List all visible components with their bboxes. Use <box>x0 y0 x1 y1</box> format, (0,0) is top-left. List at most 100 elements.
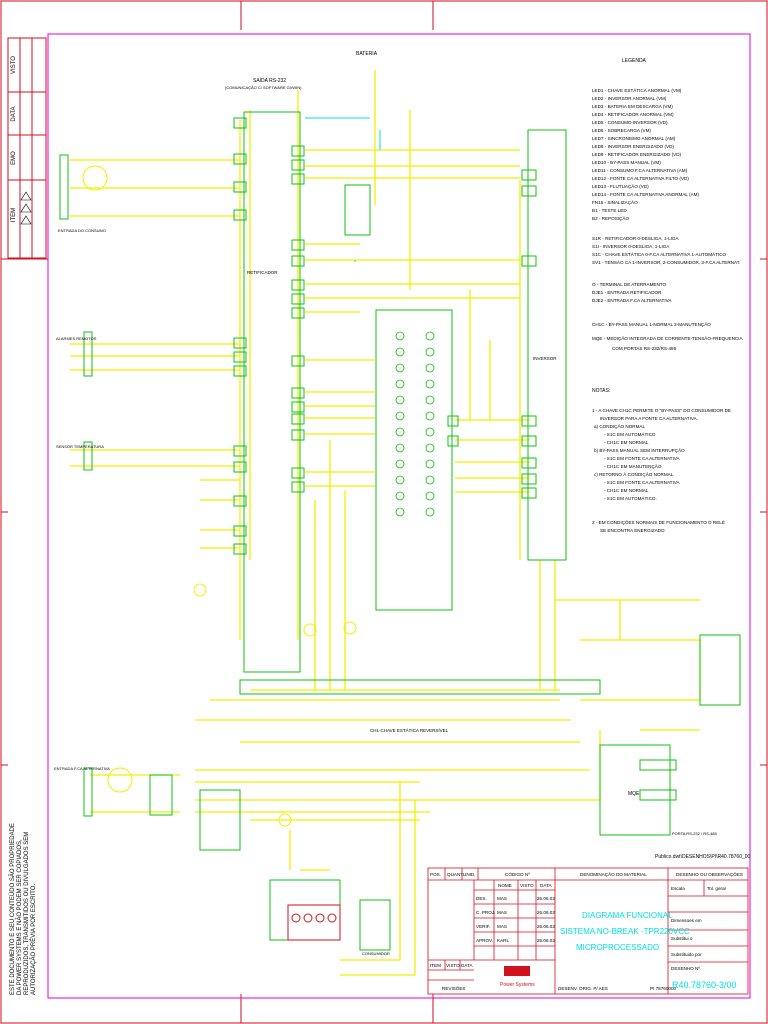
svg-text:- S1C EM FONTE CA ALTERNATIVA: - S1C EM FONTE CA ALTERNATIVA <box>604 456 680 461</box>
svg-text:Substitui o: Substitui o <box>671 936 693 941</box>
svg-text:DESENHO OU OBSERVAÇÕES: DESENHO OU OBSERVAÇÕES <box>676 871 743 877</box>
svg-text:26.06.02: 26.06.02 <box>537 938 555 943</box>
rev-header-visto: VISTO <box>11 56 17 74</box>
svg-text:- S1C EM AUTOMÁTICO: - S1C EM AUTOMÁTICO <box>604 431 656 437</box>
legend-item: LED2 - INVERSOR ANORMAL (VM) <box>592 96 667 101</box>
svg-text:- S1C EM AUTOMÁTICO.: - S1C EM AUTOMÁTICO. <box>604 495 657 501</box>
svg-text:DES.: DES. <box>476 896 487 901</box>
svg-text:MAS: MAS <box>497 924 507 929</box>
label-sensor: SENSOR TEMPERATURA <box>56 444 104 449</box>
svg-text:DATA: DATA <box>461 963 474 968</box>
retificador-block <box>243 111 301 673</box>
legend-other: MQE - MEDIÇÃO INTEGRADA DE CORRENTE-TENS… <box>592 335 744 341</box>
legend-terminal: DJE2 - ENTRADA F.CA ALTERNATIVA <box>592 298 672 303</box>
label-entrada: ENTRADA DO CONSUMO <box>58 228 106 233</box>
svg-text:AUTORIZAÇÃO PRÉVIA POR ESCRITO: AUTORIZAÇÃO PRÉVIA POR ESCRITO. <box>30 884 37 995</box>
svg-text:DESENV. ORIG. P/ AES: DESENV. ORIG. P/ AES <box>558 986 608 991</box>
relay-box <box>269 879 341 941</box>
svg-text:b) BY-PASS MANUAL SEM INTERRUP: b) BY-PASS MANUAL SEM INTERRUPÇÃO <box>594 447 685 453</box>
legend-item: LED10 - BY-PASS MANUAL (VM) <box>592 160 661 165</box>
svg-text:- CH1C EM NORMAL: - CH1C EM NORMAL <box>604 488 649 493</box>
svg-text:DATA: DATA <box>540 883 553 888</box>
svg-text:a) CONDIÇÃO NORMAL: a) CONDIÇÃO NORMAL <box>594 423 645 429</box>
legend-item: LED3 - BATERIA EM DESCARGA (VM) <box>592 104 673 109</box>
svg-text:KARL: KARL <box>497 938 509 943</box>
label-comunicacao: (COMUNICAÇÃO C/ SOFTWARE GVWIN) <box>225 85 302 90</box>
legend-item: B2 - REPOSIÇÃO <box>592 215 629 221</box>
svg-text:VISTO: VISTO <box>446 963 460 968</box>
mqe-block <box>599 744 671 836</box>
svg-text:- S1C EM FONTE CA ALTERNATIVA: - S1C EM FONTE CA ALTERNATIVA <box>604 480 680 485</box>
rev-header-emo: EMO <box>11 151 17 165</box>
legend-item: LED14 - FONTE CA ALTERNATIVA ANORMAL (AM… <box>592 192 700 197</box>
svg-text:c) RETORNO À CONDIÇÃO NORMAL: c) RETORNO À CONDIÇÃO NORMAL <box>594 471 674 477</box>
legend-title: LEGENDA <box>622 58 647 64</box>
label-mqe: MQE <box>628 791 640 797</box>
legend-switch: S1C - CHAVE ESTÁTICA 0-F.CA ALTERNATIVA … <box>592 251 727 257</box>
side-copyright-note: ESTE DOCUMENTO E SEU CONTEÚDO SÃO PROPRI… <box>9 823 37 995</box>
legend-terminal: DJE1 - ENTRADA RETIFICADOR <box>592 290 662 295</box>
legend-item: FN15 - SINALIZAÇÃO <box>592 199 638 205</box>
battery-box <box>344 184 371 236</box>
label-bateria: BATERIA <box>356 51 378 57</box>
svg-text:DENOMINAÇÃO DO MATERIAL: DENOMINAÇÃO DO MATERIAL <box>580 871 647 877</box>
title-block: POS. QUANT. UNID. CÓDIGO Nº DENOMINAÇÃO … <box>427 867 749 995</box>
right-module <box>699 634 741 706</box>
drawing-number: R40.78760-3/00 <box>672 980 737 990</box>
legend-item: LED9 - RETIFICADOR ENERGIZADO (VD) <box>592 152 682 157</box>
svg-text:VERIF.: VERIF. <box>476 924 490 929</box>
svg-text:- CH1C EM NORMAL: - CH1C EM NORMAL <box>604 440 649 445</box>
legend-other: COM PORTAS RS-232/RS-485 <box>612 346 677 351</box>
svg-text:Substituido por: Substituido por <box>671 952 702 957</box>
svg-text:PI 78760000: PI 78760000 <box>650 986 677 991</box>
drawing-title-1: DIAGRAMA FUNCIONAL <box>582 911 673 920</box>
svg-text:C. PROJ.: C. PROJ. <box>476 910 495 915</box>
svg-text:UNID.: UNID. <box>463 872 476 877</box>
brand-logo-mark <box>504 966 530 976</box>
svg-text:2 - EM CONDIÇÕES NORMAIS DE FU: 2 - EM CONDIÇÕES NORMAIS DE FUNCIONAMENT… <box>592 519 725 525</box>
svg-text:POS.: POS. <box>430 872 441 877</box>
legend-terminal: O - TERMINAL DE ATERRAMENTO <box>592 282 667 287</box>
legend-other: CH1C - BY-PASS MANUAL 1-NORMAL 2-MANUTEN… <box>592 321 711 327</box>
legend-switch: S1I - INVERSOR 0-DESLIGA, 1-LIGA <box>592 244 670 249</box>
label-ref-path: Publico.dwt\DESENHOS\PI\R40.78760_00 <box>655 854 751 860</box>
label-rs-ports: PORTA RS-232 / RS-485 <box>672 831 718 836</box>
svg-text:MAS: MAS <box>497 896 507 901</box>
led-column <box>395 331 435 517</box>
diagram-labels: BATERIA SAÍDA RS-232 (COMUNICAÇÃO C/ SOF… <box>54 51 751 956</box>
svg-text:CÓDIGO Nº: CÓDIGO Nº <box>505 871 530 877</box>
label-chave-estatica: CH1-CHAVE ESTÁTICA REVERSÍVEL <box>370 727 449 733</box>
svg-text:26.06.02: 26.06.02 <box>537 896 555 901</box>
drawing-title-2: SISTEMA NO-BREAK -TPR220VCC <box>560 927 690 936</box>
svg-text:26.06.02: 26.06.02 <box>537 910 555 915</box>
equipment-blocks <box>149 111 741 951</box>
svg-text:DESENHO Nº: DESENHO Nº <box>671 966 700 971</box>
legend-item: LED5 - CONSUMO INVERSOR (VD) <box>592 120 668 125</box>
legend: LEGENDA LED1 - CHAVE ESTÁTICA ANORMAL (V… <box>592 58 744 351</box>
svg-text:QUANT.: QUANT. <box>447 872 464 877</box>
svg-text:VISTO: VISTO <box>520 883 534 888</box>
rev-header-item: ITEM <box>11 208 17 222</box>
notes-title: NOTAS: <box>592 388 610 394</box>
legend-item: LED7 - SINCRONISMO ANORMAL (AM) <box>592 136 676 141</box>
indicator-lamps <box>287 904 341 941</box>
cyan-wiring <box>305 117 381 262</box>
label-consumidor: CONSUMIDOR <box>362 951 390 956</box>
legend-item: LED1 - CHAVE ESTÁTICA ANORMAL (VM) <box>592 87 682 93</box>
svg-text:Escala: Escala <box>671 886 685 891</box>
breakers <box>82 165 357 827</box>
svg-text:- CH1C EM MANUTENÇÃO: - CH1C EM MANUTENÇÃO <box>604 463 662 469</box>
rev-header-data: DATA <box>11 106 17 121</box>
terminal-strips <box>59 117 677 817</box>
svg-text:ITEM: ITEM <box>430 963 441 968</box>
brand-name: Power Systems <box>500 982 535 988</box>
svg-text:INVERSOR PARA A FONTE CA ALTER: INVERSOR PARA A FONTE CA ALTERNATIVA. <box>600 416 698 421</box>
svg-text:MAS: MAS <box>497 910 507 915</box>
svg-text:NOME: NOME <box>498 883 512 888</box>
legend-item: LED11 - CONSUMO F.CA ALTERNATIVA (AM) <box>592 168 688 173</box>
drawing-title-3: MICROPROCESSADO <box>576 943 659 952</box>
legend-item: LED6 - SOBRECARGA (VM) <box>592 128 651 133</box>
consumer-box <box>359 899 391 951</box>
transformer-box <box>149 774 173 816</box>
